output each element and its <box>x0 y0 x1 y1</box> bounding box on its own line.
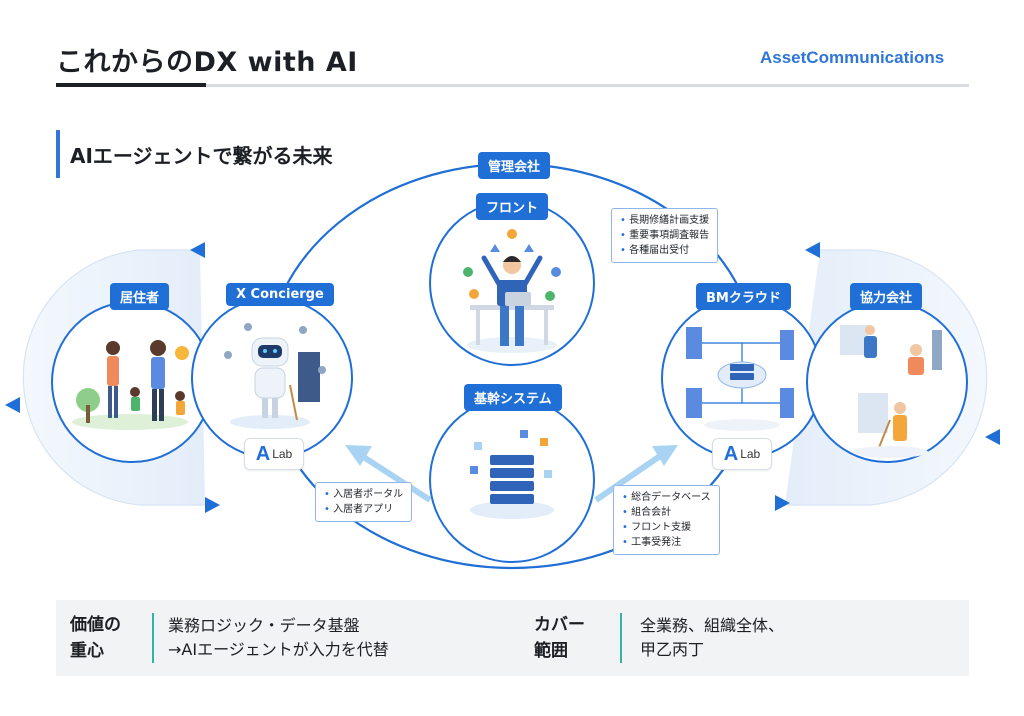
residents-circle <box>51 301 213 463</box>
label-x-concierge: X Concierge <box>226 283 334 306</box>
label-bm-cloud: BMクラウド <box>696 283 791 310</box>
arrow-left-bottom <box>205 497 220 513</box>
coverage-text: 全業務、組織全体、 甲乙丙丁 <box>640 614 784 662</box>
heading-line: 価値の <box>70 615 121 635</box>
arrow-right-side <box>985 429 1000 445</box>
text-line: 全業務、組織全体、 <box>640 616 785 635</box>
a-lab-logo-mark: A <box>255 442 271 465</box>
note-item: 工事受発注 <box>622 535 711 550</box>
note-item: 入居者アプリ <box>324 502 403 517</box>
summary-panel <box>56 600 969 676</box>
subtitle-accent-bar <box>56 130 60 178</box>
brand-logo: AssetCommunications <box>760 48 945 67</box>
label-management-company: 管理会社 <box>478 152 551 179</box>
a-lab-logo-text: Lab <box>272 447 293 461</box>
subtitle: AIエージェントで繋がる未来 <box>70 144 333 168</box>
core-system-circle <box>429 397 595 563</box>
page-title: これからのDX with AI <box>56 47 358 78</box>
data-flow-arrows <box>345 445 678 503</box>
core-server-illustration <box>470 430 554 519</box>
text-line: 甲乙丙丁 <box>640 640 705 659</box>
cloud-network-illustration <box>686 327 794 431</box>
note-item: フロント支援 <box>622 520 711 535</box>
a-lab-logo-left: A Lab <box>244 438 304 470</box>
arrow-right-top <box>805 242 820 258</box>
left-loop-outline <box>22 249 205 506</box>
text-line: →AIエージェントが入力を代替 <box>168 640 389 659</box>
resident-apps-note: 入居者ポータル 入居者アプリ <box>315 482 413 522</box>
note-item: 組合会計 <box>622 505 711 520</box>
robot-illustration <box>224 323 326 429</box>
a-lab-logo-right: A Lab <box>712 438 772 470</box>
label-partner-companies: 協力会社 <box>850 283 923 310</box>
header-divider <box>56 84 969 87</box>
summary-divider <box>152 613 154 663</box>
heading-line: 重心 <box>70 641 104 661</box>
value-center-text: 業務ロジック・データ基盤 →AIエージェントが入力を代替 <box>168 614 389 662</box>
arrow-left-top <box>190 242 205 258</box>
coverage-heading: カバー 範囲 <box>534 612 585 664</box>
a-lab-logo-text: Lab <box>740 447 761 461</box>
front-tasks-note: 長期修繕計画支援 重要事項調査報告 各種届出受付 <box>611 208 719 263</box>
label-core-system: 基幹システム <box>464 384 562 411</box>
note-item: 総合データベース <box>622 490 711 505</box>
partners-circle <box>806 301 968 463</box>
a-lab-logo-mark: A <box>723 442 739 465</box>
note-item: 重要事項調査報告 <box>620 228 709 243</box>
value-center-heading: 価値の 重心 <box>70 612 121 664</box>
right-loop-outline <box>785 249 988 506</box>
label-residents: 居住者 <box>110 283 170 310</box>
family-illustration <box>72 340 189 430</box>
heading-line: 範囲 <box>534 641 568 661</box>
label-front: フロント <box>476 193 549 220</box>
arrow-right-bottom <box>775 495 790 511</box>
note-item: 長期修繕計画支援 <box>620 213 709 228</box>
header-divider-accent <box>56 83 206 87</box>
workers-illustration <box>840 325 942 458</box>
note-item: 入居者ポータル <box>324 487 403 502</box>
note-item: 各種届出受付 <box>620 243 709 258</box>
core-functions-note: 総合データベース 組合会計 フロント支援 工事受発注 <box>613 485 720 555</box>
arrow-left-side <box>5 397 20 413</box>
heading-line: カバー <box>534 615 585 635</box>
text-line: 業務ロジック・データ基盤 <box>168 616 360 635</box>
front-staff-illustration <box>463 229 561 353</box>
summary-divider <box>620 613 622 663</box>
